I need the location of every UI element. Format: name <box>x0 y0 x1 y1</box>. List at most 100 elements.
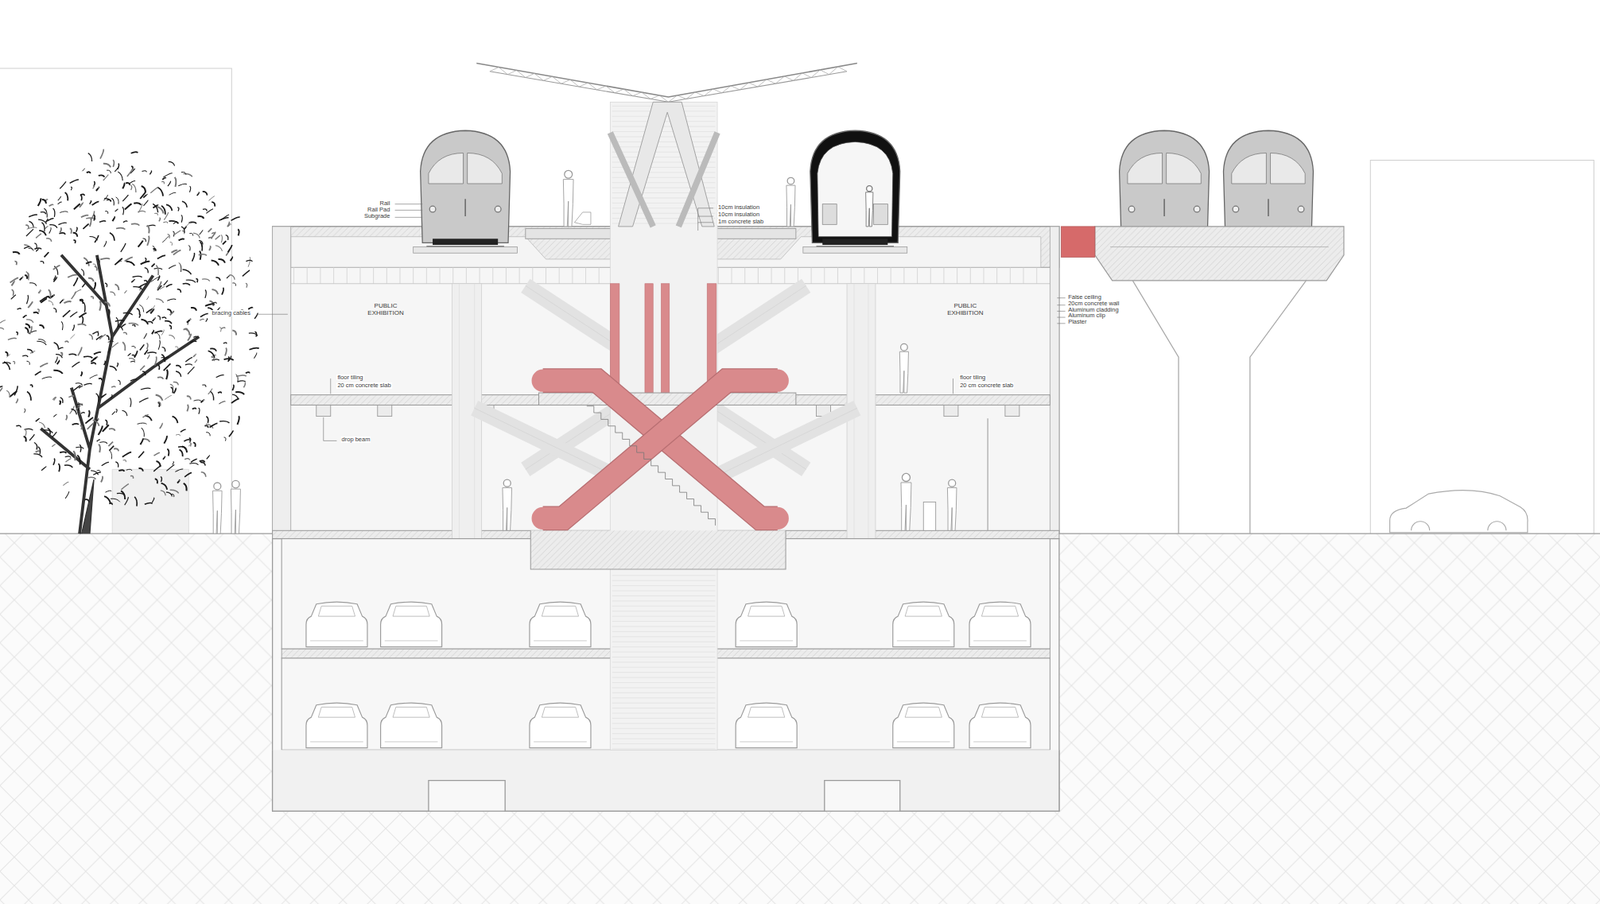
canopy-support <box>618 101 715 227</box>
tree-leaf <box>109 291 115 296</box>
tree-leaf <box>104 302 110 307</box>
tree-leaf <box>139 314 140 318</box>
tree-leaf <box>140 388 152 390</box>
parked-car <box>380 702 443 748</box>
tree-leaf <box>0 327 4 330</box>
car-bumper <box>897 640 951 641</box>
tree-leaf <box>24 327 28 334</box>
car-window <box>981 605 1018 617</box>
tree-leaf <box>149 305 155 313</box>
tree-leaf <box>223 342 227 344</box>
annotation-label: Rail <box>379 200 392 207</box>
person <box>230 489 241 534</box>
annotation-label: 10cm insulation <box>717 204 761 211</box>
tree-leaf <box>49 227 51 234</box>
person <box>503 479 511 487</box>
tree-leaf <box>53 370 63 374</box>
tree-leaf <box>181 226 185 234</box>
tree-leaf <box>66 458 72 463</box>
car-window <box>541 605 579 617</box>
tree-leaf <box>23 315 27 319</box>
tree-leaf <box>248 348 259 350</box>
tree-leaf <box>163 357 169 360</box>
tree-leaf <box>157 365 160 370</box>
train <box>420 130 511 243</box>
tree-leaf <box>116 228 125 230</box>
ceiling-rib <box>811 267 812 284</box>
tree-leaf <box>178 450 183 458</box>
stair-tread <box>612 667 716 668</box>
person <box>900 343 909 351</box>
ceiling-rib <box>559 267 560 284</box>
stair-line <box>586 406 716 526</box>
car-bumper <box>384 741 439 742</box>
truss <box>489 66 669 102</box>
person <box>213 490 223 534</box>
tree-leaf <box>23 246 29 249</box>
leader-line <box>330 378 954 394</box>
tree-leaf <box>98 444 101 453</box>
tree-leaf <box>122 341 125 351</box>
tree-leaf <box>157 281 161 289</box>
tree-leaf <box>201 400 205 403</box>
tree-leaf <box>157 275 160 281</box>
tree-leaf <box>35 450 40 453</box>
tree-leaf <box>65 192 69 201</box>
tree-leaf <box>164 395 171 400</box>
ceiling-rib <box>346 267 348 284</box>
tree-leaf <box>106 170 111 174</box>
tree-leaf <box>140 319 148 325</box>
tree-leaf <box>109 365 117 371</box>
tree-leaf <box>155 265 159 276</box>
tree-leaf <box>79 444 82 452</box>
annotation-label: 20 cm concrete slab <box>959 382 1014 389</box>
tree-leaf <box>144 267 149 274</box>
tree-leaf <box>85 262 92 265</box>
tree-leaf <box>73 450 76 461</box>
tree-leaf <box>186 279 196 283</box>
tree-leaf <box>197 192 200 196</box>
tree-leaf <box>139 191 146 199</box>
car-bumper <box>384 640 439 641</box>
tree-leaf <box>221 327 226 330</box>
tree-leaf <box>59 181 67 189</box>
tree-leaf <box>143 415 149 418</box>
stair-tread <box>612 590 716 592</box>
tree-leaf <box>96 259 100 264</box>
tree-leaf <box>197 216 204 219</box>
tree-leaf <box>117 380 121 385</box>
tree-leaf <box>182 446 187 454</box>
tree-leaf <box>93 185 95 189</box>
tree-leaf <box>53 265 61 270</box>
tree-leaf <box>57 360 60 365</box>
tree-leaf <box>254 313 258 319</box>
tree-leaf <box>101 462 109 466</box>
tree-leaf <box>90 358 97 362</box>
stair-tread <box>612 156 716 158</box>
tree-leaf <box>64 465 73 468</box>
tree-leaf <box>55 354 63 359</box>
tree-leaf <box>217 392 222 394</box>
tree-leaf <box>108 341 114 342</box>
stair-tread <box>612 738 716 740</box>
ceiling-rib <box>466 267 467 284</box>
tree-leaf <box>5 352 8 357</box>
train <box>810 130 901 243</box>
stair-tread <box>612 652 716 653</box>
tree-leaf <box>149 170 152 175</box>
parked-car <box>969 702 1031 748</box>
tree-leaf <box>156 206 164 214</box>
tree-leaf <box>147 236 149 246</box>
leader-line <box>323 417 338 442</box>
tree-leaf <box>100 394 107 398</box>
ceiling-rib <box>333 267 334 284</box>
tree-leaf <box>154 213 158 216</box>
tree-leaf <box>128 358 136 362</box>
ceiling-rib <box>412 267 414 284</box>
stair-tread <box>612 718 716 719</box>
tree-leaf <box>72 423 79 425</box>
stair-tread <box>612 707 716 709</box>
ceiling-rib <box>956 267 958 284</box>
annotation-label: 10cm insulation <box>717 211 761 218</box>
tree-leaf <box>79 299 83 302</box>
